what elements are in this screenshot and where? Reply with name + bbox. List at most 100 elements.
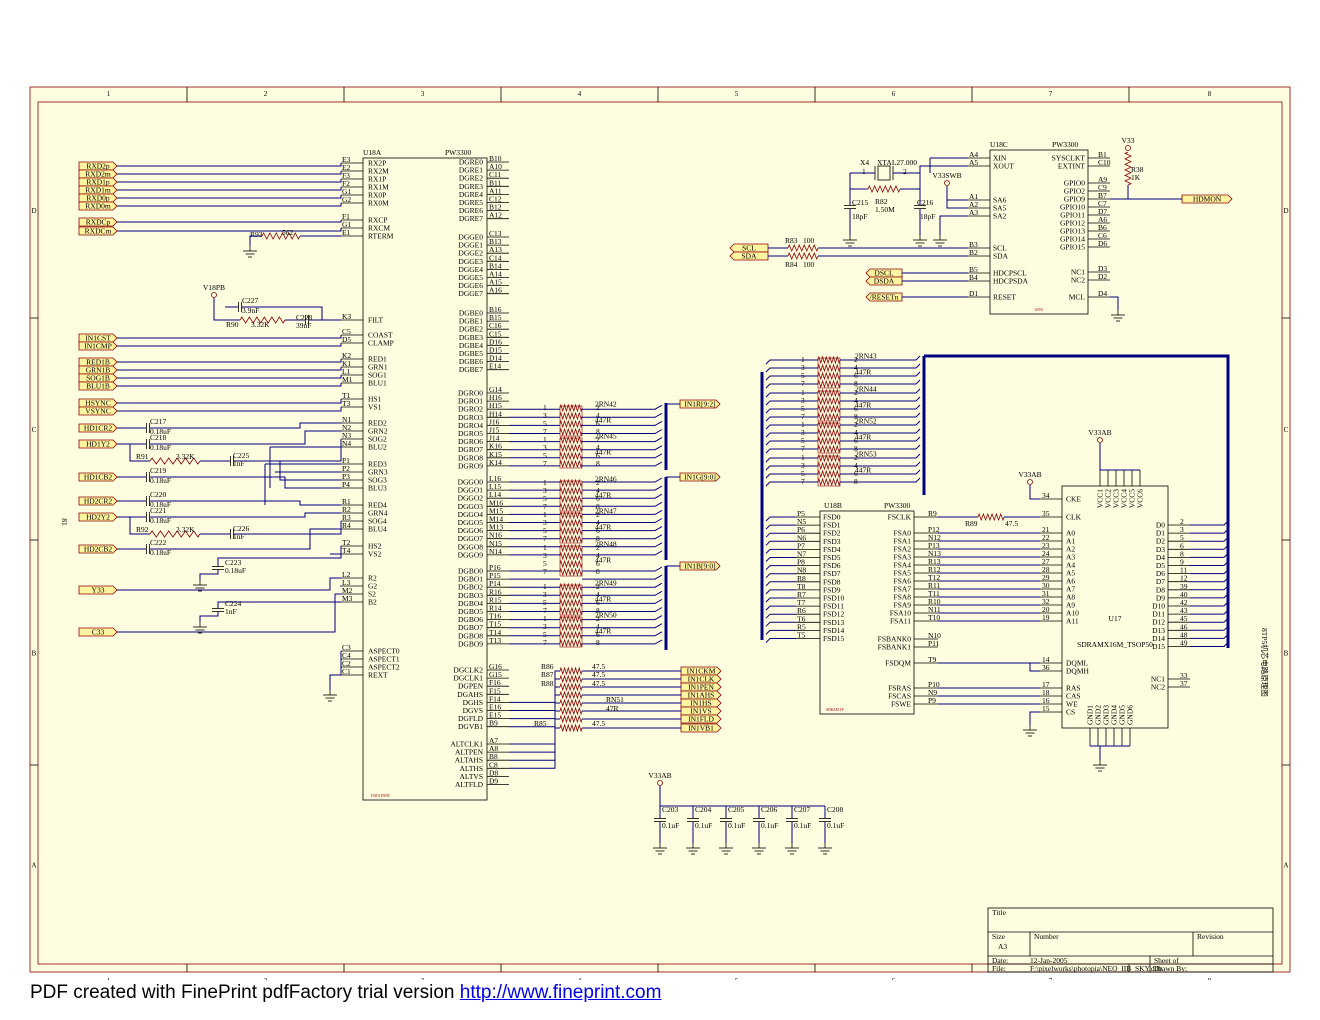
flag-HD2Y2-label: HD2Y2 xyxy=(86,513,110,522)
u17-pinname-D10: D10 xyxy=(1152,602,1165,611)
rn-2RN50-pin-b3: 8 xyxy=(596,638,600,647)
u18a-pinnum-GRN2: N2 xyxy=(342,423,351,432)
wire-2RN43-in3 xyxy=(765,383,818,389)
flag-GRN1B xyxy=(78,365,118,375)
flag-HD2Y2 xyxy=(78,512,118,522)
r86-val: 47.5 xyxy=(592,662,605,671)
grid-col-bottom-8: 8 xyxy=(1208,977,1212,980)
u18c-ref: U18C xyxy=(990,140,1008,149)
u18b-pinname-FSD7: FSD7 xyxy=(823,569,841,578)
C208-ref: C208 xyxy=(827,805,844,814)
rn-2RN45-r0 xyxy=(559,435,583,445)
rn-2RN45-pin-a1: 3 xyxy=(543,443,547,452)
u18b-pinname-FSA9: FSA9 xyxy=(893,601,911,610)
u18a-pinnum-DGBE3: C15 xyxy=(489,329,502,338)
u17-pinnum-D12: 45 xyxy=(1180,614,1188,623)
rn-2RN45-pin-b1: 4 xyxy=(596,443,600,452)
u17-pinname-A9: A9 xyxy=(1066,601,1075,610)
rn-2RN50-ref: 2RN50 xyxy=(595,611,617,620)
u18b-pinname-FSRAS: FSRAS xyxy=(888,684,911,693)
wire-dggo-out-5 xyxy=(582,518,663,523)
u18c-footer: GPIO xyxy=(1035,308,1044,312)
wire-fsd-11 xyxy=(765,605,796,611)
rn-2RN45-val: 447R xyxy=(595,448,611,457)
wire-RXD2p xyxy=(117,163,342,167)
u18a-pinname-VS1: VS1 xyxy=(368,403,382,412)
u18b-pinname-FSD9: FSD9 xyxy=(823,585,841,594)
u18a-pinname-DGRE4: DGRE4 xyxy=(459,190,483,199)
grid-col-bottom-5: 5 xyxy=(735,977,739,980)
grid-col-4: 4 xyxy=(578,90,582,98)
u18a-pinnum-DGGO0: L16 xyxy=(489,474,501,483)
rn-2RN42-pin-a2: 5 xyxy=(543,419,547,428)
wire-u17-d7 xyxy=(1190,577,1229,583)
flag-dscl-label: DSCL xyxy=(874,269,894,278)
u18b-pinname-FSCAS: FSCAS xyxy=(888,692,911,701)
u17-pinname-D0: D0 xyxy=(1156,521,1165,530)
rn-2RN47-ref: 2RN47 xyxy=(595,507,617,516)
wire-dgro-out-9 xyxy=(582,461,663,467)
u18a-pinname-DGBE2: DGBE2 xyxy=(459,325,483,334)
rn-2RN52-ref: 2RN52 xyxy=(855,417,877,426)
rn-2RN48-r1 xyxy=(559,551,583,561)
u18c-pinname-NC2: NC2 xyxy=(1071,276,1085,285)
r91-ref: R91 xyxy=(136,452,149,461)
wire-fsd-7 xyxy=(765,573,796,579)
wire-2RN43-in1 xyxy=(765,367,818,373)
rn-2RN49-pin-b1: 4 xyxy=(596,590,600,599)
r92-val: 3.32K xyxy=(176,525,195,534)
tb-size-label: Size xyxy=(992,932,1006,941)
c226-val: 1nF xyxy=(233,532,245,541)
u18a-pinname-DGBE4: DGBE4 xyxy=(459,341,483,350)
u18a-pinnum-ASPECT0: C3 xyxy=(342,643,351,652)
u18a-pinname-RXCM: RXCM xyxy=(368,224,390,233)
u18a-pinname-DGGO7: DGGO7 xyxy=(458,534,484,543)
c223-val: 0.18uF xyxy=(225,566,246,575)
u18a-pinname-DGBE5: DGBE5 xyxy=(459,349,483,358)
u17-pinname-VCC6: VCC6 xyxy=(1136,489,1145,508)
c222-val: 0.18uF xyxy=(150,548,171,557)
wire-2RN44-in3 xyxy=(765,416,818,422)
u18a-pinname-DGRE2: DGRE2 xyxy=(459,174,483,183)
u18a-pinname-DGVB1: DGVB1 xyxy=(458,722,483,731)
u18b-pinnum-FSA3: N13 xyxy=(928,549,941,558)
flag-RXDCm-label: RXDCm xyxy=(85,227,112,236)
flag-RXD2m xyxy=(78,169,118,179)
v33-symbol xyxy=(1125,145,1131,151)
xtal-pin1: 1 xyxy=(862,167,866,176)
u17-pinname-D9: D9 xyxy=(1156,593,1165,602)
u18a-pinnum-RX1M: F2 xyxy=(342,179,350,188)
rn-2RN43-val: 447R xyxy=(855,368,871,377)
rn-2RN49 xyxy=(559,584,583,616)
flag-RXD2p-label: RXD2p xyxy=(86,162,110,171)
rn-2RN45-pin-b3: 8 xyxy=(596,459,600,468)
wire-r91 xyxy=(129,444,230,462)
u18a-pinnum-RX1P: F3 xyxy=(342,171,350,180)
rn-2RN52-val: 447R xyxy=(855,433,871,442)
u18a-pinname-RED4: RED4 xyxy=(368,501,387,510)
wire-2RN53-in0 xyxy=(765,457,818,463)
grid-col-bottom-4: 4 xyxy=(578,977,582,980)
wire-xtal xyxy=(850,165,968,174)
u18a-pinnum-DGGE7: A16 xyxy=(489,286,502,295)
wire-cke xyxy=(1029,485,1040,500)
grid-col-6: 6 xyxy=(892,90,896,98)
wire-c227 xyxy=(225,306,323,320)
footer-link[interactable]: http://www.fineprint.com xyxy=(459,982,662,1003)
flag-RXD1p xyxy=(78,177,118,187)
u17-pinname-A7: A7 xyxy=(1066,585,1075,594)
tb-title-label: Title xyxy=(992,908,1007,917)
u17-pinname-A11: A11 xyxy=(1066,617,1079,626)
u17-part: SDRAMX16M_TSOP50 xyxy=(1077,640,1153,649)
wire-u17-d13 xyxy=(1190,625,1229,631)
u18a-pinname-DGGE7: DGGE7 xyxy=(458,289,483,298)
u18b-ref: U18B xyxy=(824,501,842,510)
C205-ref: C205 xyxy=(728,805,745,814)
wire-fsd-0 xyxy=(765,516,796,522)
rn-2RN46-r1 xyxy=(559,486,583,496)
wire-y33 xyxy=(117,577,341,591)
rn-2RN45-r1 xyxy=(559,443,583,453)
wire-fsd-15 xyxy=(765,638,796,643)
wire-dgro-out-7 xyxy=(582,445,663,451)
u18a-pinnum-ALTVS: D8 xyxy=(489,768,498,777)
